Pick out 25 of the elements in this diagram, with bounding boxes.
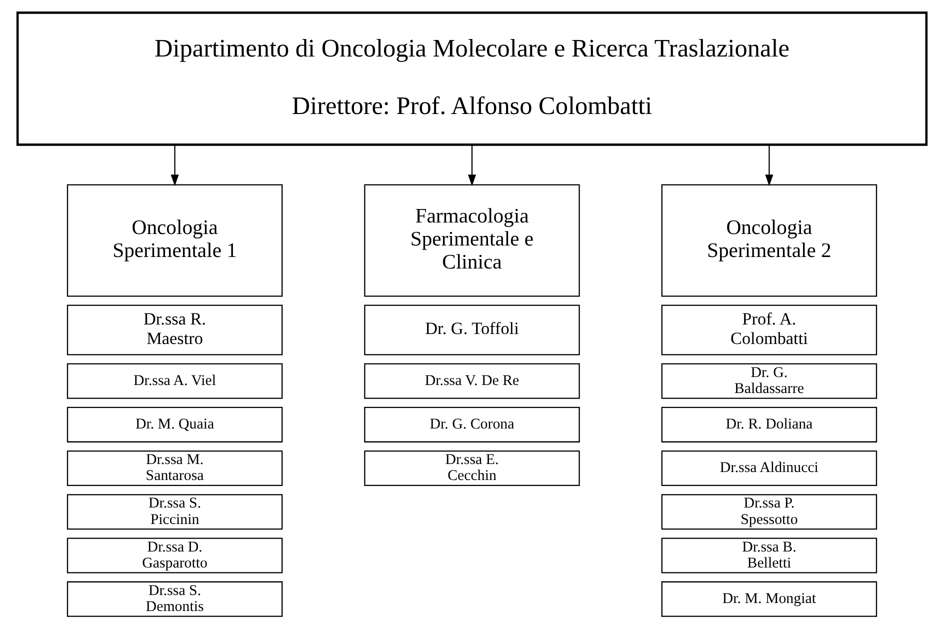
node-box: Dr.ssa E. Cecchin xyxy=(364,450,580,486)
node-box: Dr. R. Doliana xyxy=(660,406,877,442)
node-box: Dr.ssa M. Santarosa xyxy=(66,450,282,486)
node-box: Farmacologia Sperimentale e Clinica xyxy=(364,184,580,297)
arrow xyxy=(764,144,773,186)
node-box: Dr.ssa Aldinucci xyxy=(660,450,877,486)
node-box: Dr. M. Mongiat xyxy=(660,581,877,617)
node-box: Dr.ssa S. Demontis xyxy=(66,581,282,617)
node-box: Prof. A. Colombatti xyxy=(660,304,877,356)
node-box: Dr. G. Baldassarre xyxy=(660,363,877,399)
arrow xyxy=(170,144,178,186)
node-box: Dr. G. Toffoli xyxy=(364,304,580,356)
node-box: Dr. M. Quaia xyxy=(66,406,282,442)
node-box: Dr.ssa R. Maestro xyxy=(66,304,282,356)
node-box: Dr.ssa S. Piccinin xyxy=(66,494,282,530)
node-box: Dr. G. Corona xyxy=(364,406,580,442)
node-box: Dipartimento di Oncologia Molecolare e Ricerca Traslazionale Direttore: Prof. Alfonso Colombatti xyxy=(16,12,928,146)
node-box: Dr.ssa P. Spessotto xyxy=(660,494,877,530)
arrow xyxy=(467,144,476,186)
node-box: Dr.ssa D. Gasparotto xyxy=(66,538,282,574)
node-box: Oncologia Sperimentale 2 xyxy=(660,184,877,297)
node-box: Dr.ssa A. Viel xyxy=(66,363,282,399)
node-box: Oncologia Sperimentale 1 xyxy=(66,184,282,297)
node-box: Dr.ssa B. Belletti xyxy=(660,538,877,574)
node-box: Dr.ssa V. De Re xyxy=(364,363,580,399)
